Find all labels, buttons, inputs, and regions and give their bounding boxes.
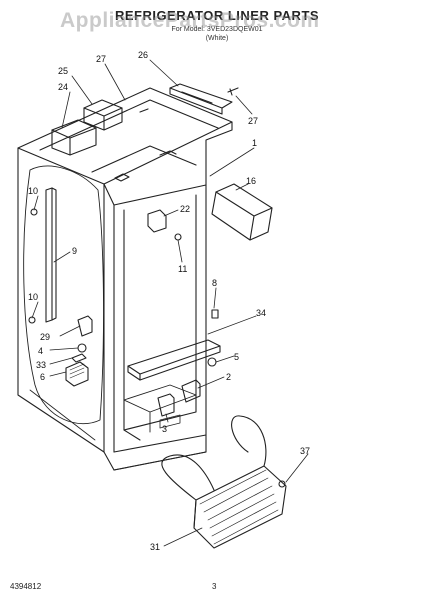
clip-22: [147, 209, 167, 233]
callout-2: 2: [226, 372, 231, 382]
diagram-title: REFRIGERATOR LINER PARTS: [114, 8, 320, 23]
screw-11: [174, 233, 182, 241]
callout-34: 34: [256, 308, 266, 318]
crisper-cover: [211, 183, 273, 241]
part-8: [211, 309, 219, 319]
callout-26: 26: [138, 50, 148, 60]
color-subtitle: (White): [205, 35, 229, 42]
callout-3: 3: [162, 424, 167, 434]
callout-37: 37: [300, 446, 310, 456]
callout-31: 31: [150, 542, 160, 552]
document-number: 4394812: [10, 582, 42, 591]
callout-4: 4: [38, 346, 43, 356]
screw-27-left: [139, 108, 149, 113]
callout-1: 1: [252, 138, 257, 148]
bracket-2: [181, 379, 201, 403]
heater-assembly: [161, 415, 287, 549]
top-bracket: [169, 83, 233, 115]
leader-lines: [31, 59, 309, 547]
model-subtitle: For Model: 3VED23DQEW01: [171, 26, 263, 33]
damper-housing: [51, 99, 123, 156]
callout-24: 24: [58, 82, 68, 92]
callout-8: 8: [212, 278, 217, 288]
callout-11: 11: [178, 264, 187, 274]
callout-22: 22: [180, 204, 190, 214]
callout-9: 9: [72, 246, 77, 256]
liner-body: [17, 87, 233, 471]
part-4: [77, 343, 87, 353]
part-29: [77, 315, 93, 337]
page-number: 3: [212, 582, 217, 591]
screw-37: [278, 480, 286, 488]
callout-10-upper: 10: [28, 186, 38, 196]
part-6: [65, 361, 89, 387]
callout-25: 25: [58, 66, 68, 76]
callout-10-lower: 10: [28, 292, 38, 302]
callout-labels: 25 24 27 26 27 1 16 22 11 10 9 10 8 34 2…: [28, 50, 310, 552]
callout-16: 16: [246, 176, 256, 186]
callout-5: 5: [234, 352, 239, 362]
watermark: AppliancePartsPros.com: [60, 9, 320, 32]
callout-27-top: 27: [96, 54, 106, 64]
callout-6: 6: [40, 372, 45, 382]
screw-27-right: [227, 87, 239, 96]
callout-29: 29: [40, 332, 50, 342]
part-33: [71, 353, 87, 363]
callout-27-right: 27: [248, 116, 258, 126]
shelf-strip: [127, 339, 221, 381]
shelf-rail: [45, 187, 57, 323]
part-5: [207, 357, 217, 367]
bracket-3: [157, 393, 175, 417]
callout-33: 33: [36, 360, 46, 370]
